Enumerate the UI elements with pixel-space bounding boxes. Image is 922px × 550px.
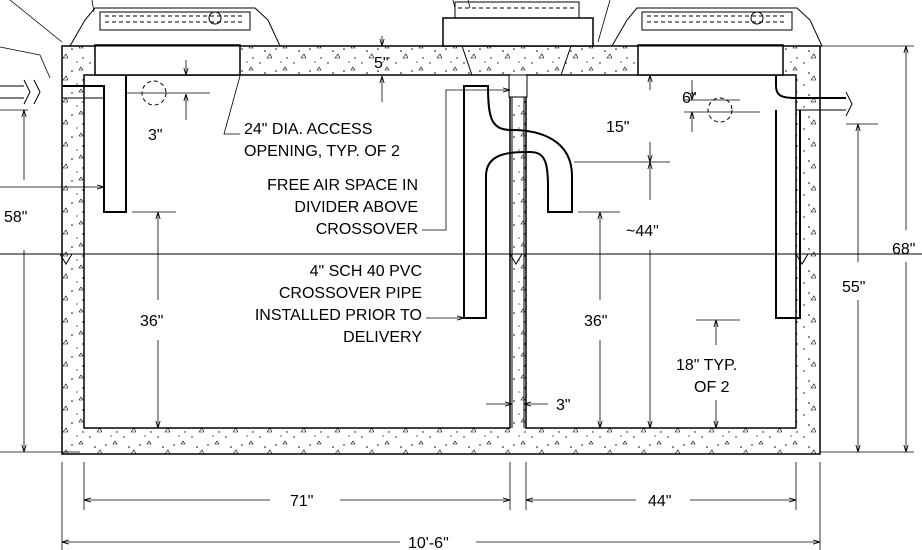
dim-left-height: 58" [4,209,27,226]
dim-outlet-drop: 6" [682,90,697,107]
divider-air-space [508,74,528,98]
middle-cone [461,45,572,76]
label-crossover-4: DELIVERY [343,329,422,346]
label-crossover-3: INSTALLED PRIOR TO [255,307,422,324]
dim-crossover-drop: 15" [606,119,629,136]
dim-inlet-drop: 3" [148,127,163,144]
label-outlet-typ-2: OF 2 [694,379,730,396]
label-crossover-2: CROSSOVER PIPE [279,285,422,302]
label-crossover-1: 4" SCH 40 PVC [310,263,422,280]
label-free-air-2: DIVIDER ABOVE [294,199,418,216]
label-free-air-1: FREE AIR SPACE IN [267,177,418,194]
label-access-1: 24" DIA. ACCESS [244,121,372,138]
right-lid [611,7,823,47]
outlet-vent-circle [707,97,733,123]
right-riser [637,44,784,76]
dimensions: 5" 3" 24" DIA. ACCESS OPENING, TYP. OF 2… [0,36,915,550]
label-access-2: OPENING, TYP. OF 2 [244,143,400,160]
dim-right-liquid: 36" [584,313,607,330]
liquid-level [0,253,922,265]
dim-total-height: 68" [892,241,915,258]
dim-outlet-height: 55" [842,279,865,296]
dim-right-width: 44" [648,493,671,510]
dim-divider: 3" [556,397,571,414]
dim-right-depth: ~44" [626,223,659,240]
risers [0,0,823,79]
dim-total-length: 10'-6" [408,535,449,550]
middle-riser [442,17,594,47]
dim-top-slab: 5" [374,55,389,72]
dim-left-width: 71" [290,493,313,510]
label-outlet-typ-1: 18" TYP. [676,357,737,374]
right-compartment [525,74,797,429]
inlet-pipe [0,75,210,213]
outlet-pipe [684,75,878,319]
left-lid [69,7,281,47]
left-compartment [83,74,511,429]
label-free-air-3: CROSSOVER [316,221,418,238]
left-riser [94,44,241,76]
crossover-pipe [463,85,573,319]
dim-left-liquid: 36" [140,313,163,330]
